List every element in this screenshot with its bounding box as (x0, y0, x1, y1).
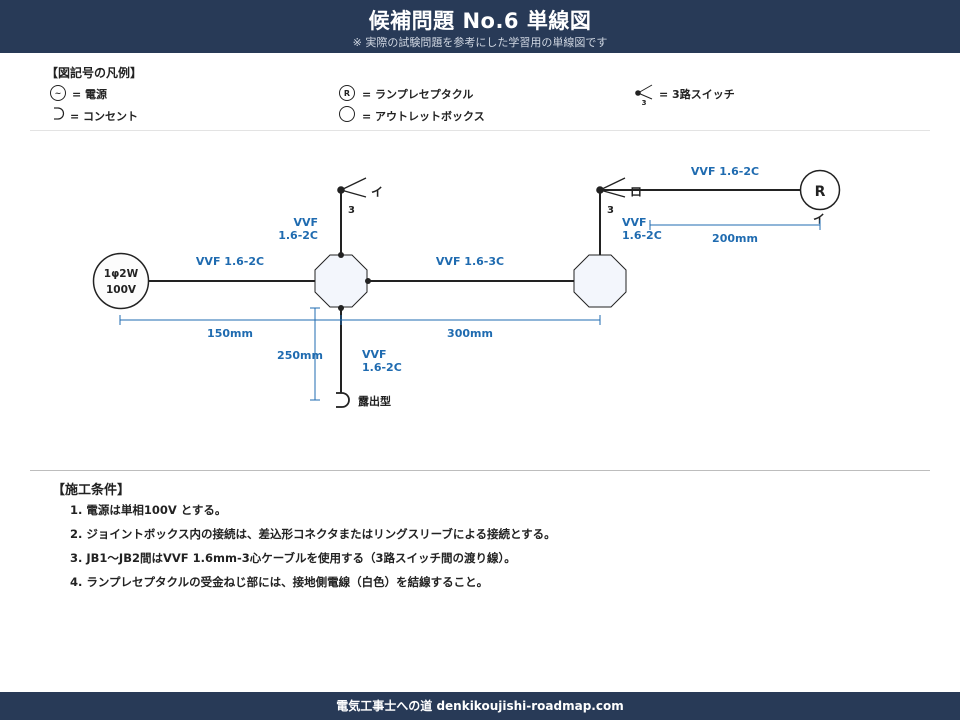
source-phase-label: 1φ2W (104, 268, 139, 280)
legend-title: 【図記号の凡例】 (46, 66, 143, 80)
legend-label-outlet: = コンセント (70, 110, 139, 123)
page-footer: 電気工事士への道 denkikoujishi-roadmap.com (0, 692, 960, 720)
legend-outlet-box-icon (339, 106, 355, 122)
cable-label-switch2-type: VVF (622, 216, 647, 229)
switch-2-label: ロ (630, 185, 642, 199)
condition-item: 1. 電源は単相100V とする。 (70, 503, 227, 517)
condition-item: 4. ランプレセプタクルの受金ねじ部には、接地側電線（白色）を結線すること。 (70, 575, 489, 589)
outlet-label: 露出型 (358, 394, 391, 408)
cable-label-lamp: VVF 1.6-2C (691, 165, 759, 178)
cable-label-outlet-type: VVF (362, 348, 387, 361)
dimension-lines (119, 220, 821, 401)
legend-lamp-icon: R (339, 85, 355, 101)
cable-label-jb-link: VVF 1.6-3C (436, 255, 504, 268)
legend-label-lamp: = ランプレセプタクル (362, 88, 474, 101)
page-subtitle: ※ 実際の試験問題を参考にした学習用の単線図です (352, 36, 608, 49)
lamp-receptacle: R イ (799, 169, 841, 226)
legend-label-power: = 電源 (72, 88, 108, 101)
three-way-switch-2: ロ 3 (596, 177, 642, 216)
switch-2-type: 3 (607, 205, 614, 216)
legend-outlet-icon (54, 107, 65, 120)
legend-three-way-switch-icon: 3 (635, 84, 653, 107)
wires (148, 189, 800, 393)
dimension-label-250: 250mm (277, 349, 323, 362)
switch-1-type: 3 (348, 205, 355, 216)
page-title: 候補問題 No.6 単線図 (368, 9, 592, 33)
joint-box-2 (573, 254, 627, 308)
dimension-label-150: 150mm (207, 327, 253, 340)
svg-text:3: 3 (642, 99, 647, 107)
outlet-exposed: 露出型 (336, 392, 391, 408)
lamp-label: イ (813, 212, 825, 226)
power-source: 1φ2W 100V (92, 252, 150, 310)
legend-label-switch: = 3路スイッチ (659, 88, 735, 101)
source-voltage-label: 100V (106, 284, 137, 296)
cable-label-switch2-size: 1.6-2C (622, 229, 662, 242)
condition-item: 3. JB1〜JB2間はVVF 1.6mm-3心ケーブルを使用する（3路スイッチ… (70, 551, 516, 565)
joint-box-1 (314, 252, 371, 311)
cable-label-outlet-size: 1.6-2C (362, 361, 402, 374)
cable-label-switch1-size: 1.6-2C (278, 229, 318, 242)
switch-1-label: イ (371, 185, 383, 199)
cable-label-switch1-type: VVF (293, 216, 318, 229)
legend-divider (30, 130, 930, 131)
legend-power-icon: ~ (50, 85, 66, 101)
three-way-switch-1: イ 3 (337, 177, 383, 216)
cable-label-source: VVF 1.6-2C (196, 255, 264, 268)
legend-label-box: = アウトレットボックス (362, 110, 485, 123)
condition-item: 2. ジョイントボックス内の接続は、差込形コネクタまたはリングスリーブによる接続… (70, 527, 556, 541)
conditions-title: 【施工条件】 (52, 483, 131, 498)
dimension-label-300: 300mm (447, 327, 493, 340)
page-header: 候補問題 No.6 単線図 ※ 実際の試験問題を参考にした学習用の単線図です (0, 0, 960, 53)
svg-text:~: ~ (55, 89, 62, 98)
dimension-label-200: 200mm (712, 232, 758, 245)
lamp-glyph: R (815, 184, 826, 200)
conditions-divider (30, 470, 930, 471)
svg-text:R: R (344, 89, 350, 98)
